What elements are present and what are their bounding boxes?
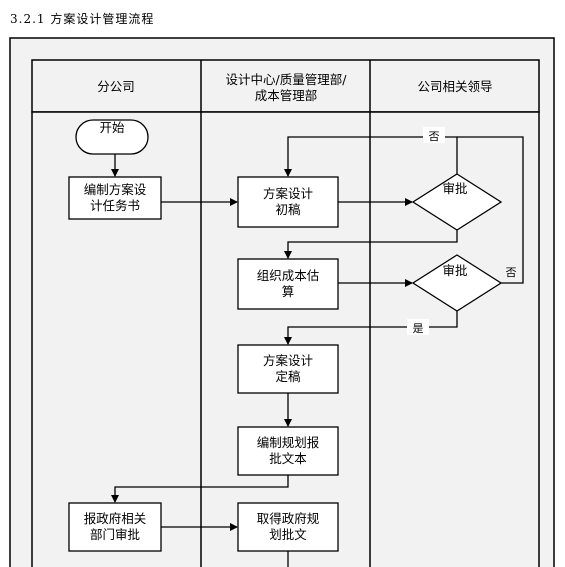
start-label: 开始 bbox=[99, 120, 125, 135]
lane-header-design-center: 设计中心/质量管理部/成本管理部 bbox=[226, 72, 348, 103]
scheme-draft-label: 方案设计初稿 bbox=[263, 186, 313, 217]
lane-header-leadership: 公司相关领导 bbox=[417, 79, 492, 94]
planning-text-label: 编制规划报批文本 bbox=[257, 435, 320, 466]
write-task-box bbox=[68, 176, 162, 220]
lane-header-branch: 分公司 bbox=[97, 79, 135, 94]
edge-label-bg bbox=[407, 319, 429, 335]
get-approval-box bbox=[237, 502, 339, 552]
scheme-final-box bbox=[237, 344, 339, 394]
edge-label-bg bbox=[423, 127, 445, 143]
write-task-label: 编制方案设计任务书 bbox=[84, 182, 147, 213]
edge-label-no-1: 否 bbox=[429, 130, 440, 143]
start-terminator bbox=[75, 119, 149, 155]
planning-text-box bbox=[237, 426, 339, 476]
cost-estimate-label: 组织成本估算 bbox=[257, 268, 320, 299]
approval-label-2: 审批 bbox=[442, 263, 467, 278]
edge-label-yes: 是 bbox=[413, 322, 424, 335]
report-gov-label: 报政府相关部门审批 bbox=[84, 511, 147, 542]
connectors bbox=[111, 136, 524, 567]
section-heading: 3.2.1 方案设计管理流程 bbox=[10, 12, 155, 26]
report-gov-box bbox=[68, 502, 162, 552]
edge-label-no-2: 否 bbox=[506, 266, 517, 279]
approval-label-1: 审批 bbox=[442, 181, 467, 196]
lane-header-band bbox=[31, 59, 540, 113]
get-approval-label: 取得政府规划批文 bbox=[257, 511, 320, 542]
cost-estimate-box bbox=[237, 258, 339, 310]
scheme-final-label: 方案设计定稿 bbox=[263, 353, 313, 384]
